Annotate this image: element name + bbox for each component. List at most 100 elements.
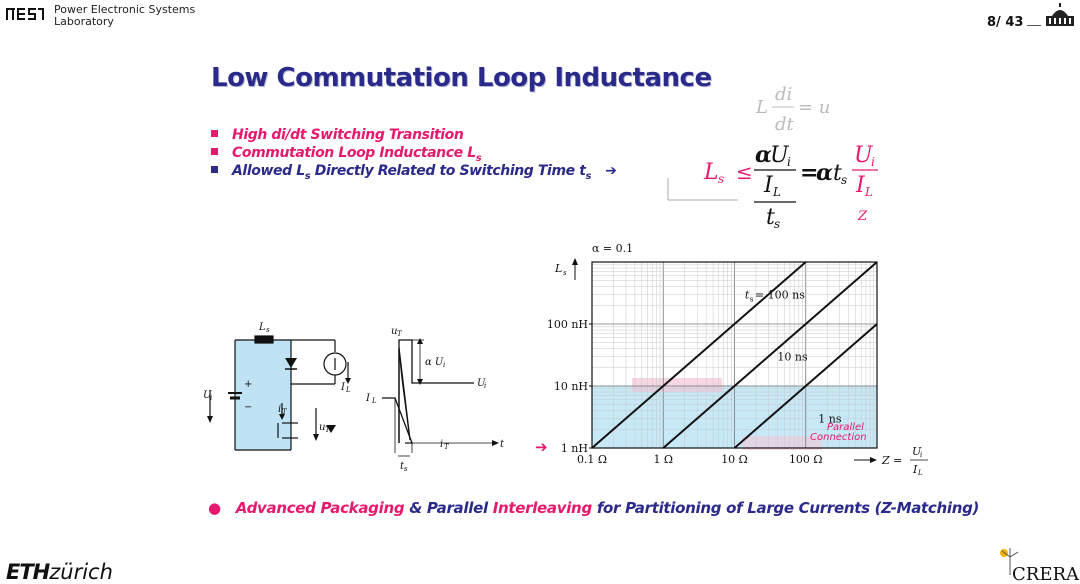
formula-top-eq: = u bbox=[798, 97, 830, 118]
lab-name-line1: Power Electronic Systems bbox=[54, 3, 196, 16]
conclusion-statement: ● Advanced Packaging & Parallel Interlea… bbox=[208, 499, 979, 517]
chart-ylabel: L bbox=[554, 262, 562, 275]
bullet-subscript: s bbox=[585, 170, 592, 182]
formula-top-L: L bbox=[755, 97, 768, 118]
bullet-subscript: s bbox=[304, 170, 311, 182]
annotation-parallel: Parallel bbox=[827, 422, 864, 433]
formula-ts2: t bbox=[833, 161, 842, 186]
waveform-label-Ui: U bbox=[477, 378, 486, 389]
y-tick-label: 1 nH bbox=[561, 442, 588, 455]
formula-ts-sub: s bbox=[774, 217, 780, 231]
formula-Ls-sub: s bbox=[718, 172, 724, 186]
highlight-band bbox=[742, 436, 822, 450]
x-tick-label: 1 Ω bbox=[653, 453, 673, 466]
waveform-label-t: t bbox=[500, 439, 505, 450]
circuit-plus-sign: + bbox=[244, 379, 252, 390]
inductance-formula: L di dt = u L s ≤ α U i I L t s = α t s … bbox=[667, 84, 878, 231]
circuit-label-IL: I bbox=[340, 382, 346, 393]
bullet-text: High di/dt Switching Transition bbox=[232, 127, 464, 143]
formula-le: ≤ bbox=[736, 160, 753, 184]
chart-series bbox=[591, 261, 878, 449]
crera-logo: CRERA bbox=[1000, 548, 1080, 583]
page-number: 8/ 43 bbox=[987, 15, 1024, 30]
bullet-text: Allowed bbox=[232, 163, 297, 179]
bullet-text: Directly Related to Switching Time bbox=[310, 163, 580, 179]
eth-logo-rest: zürich bbox=[49, 560, 113, 584]
circuit-label-Ui: U bbox=[203, 390, 212, 401]
formula-IL2: I bbox=[855, 173, 866, 198]
conclusion-amp: & bbox=[404, 499, 427, 517]
waveform-label-ts: t bbox=[400, 461, 405, 472]
switching-waveform-diagram: u T α U i U i I L i T t t s bbox=[365, 326, 505, 473]
diode-icon bbox=[285, 358, 297, 368]
chart-title: α = 0.1 bbox=[592, 242, 633, 255]
chart-xlabel-prefix: Z = bbox=[881, 454, 902, 467]
slide-title: Low Commutation Loop Inductance bbox=[211, 63, 712, 93]
eth-building-icon bbox=[1046, 3, 1074, 26]
formula-top-num: di bbox=[775, 84, 792, 105]
waveform-label-IL-sub: L bbox=[371, 397, 377, 405]
series-label-100ns-sub: s bbox=[750, 295, 754, 303]
commutation-circuit-diagram: L s U i + − I L i T u T bbox=[203, 322, 351, 451]
bullet-square-icon bbox=[211, 148, 218, 155]
waveform-label-IL: I bbox=[365, 393, 371, 404]
body-diode-icon bbox=[326, 425, 336, 433]
circuit-label-uT: u bbox=[319, 422, 325, 433]
formula-eq: = bbox=[800, 160, 818, 186]
circuit-label-iT: i bbox=[278, 404, 281, 415]
circuit-label-Ls: L bbox=[258, 322, 266, 333]
waveform-label-ts-sub: s bbox=[404, 465, 408, 473]
series-label-100ns-value: = 100 ns bbox=[755, 288, 805, 301]
conclusion-part-interleaving: Interleaving bbox=[492, 499, 592, 517]
conclusion-part-packaging: Advanced Packaging bbox=[235, 499, 405, 517]
lab-name: Power Electronic Systems Laboratory bbox=[54, 4, 195, 28]
x-tick-label: 100 Ω bbox=[789, 453, 823, 466]
waveform-label-iT-sub: T bbox=[444, 443, 450, 451]
bullet-item: Allowed Ls Directly Related to Switching… bbox=[211, 163, 617, 182]
formula-IL2-sub: L bbox=[864, 185, 873, 199]
annotation-connection: Connection bbox=[810, 432, 867, 443]
page-number-rule bbox=[1027, 25, 1041, 26]
circuit-label-Ls-sub: s bbox=[266, 326, 270, 334]
formula-alpha2: α bbox=[816, 160, 833, 186]
series-line bbox=[733, 323, 878, 449]
waveform-label-iT: i bbox=[440, 439, 443, 450]
inductor-Ls-icon bbox=[254, 335, 274, 344]
chart-ylabel-sub: s bbox=[563, 269, 567, 277]
chart-marker-arrow-icon: ➔ bbox=[535, 438, 548, 456]
chart-xlabel-den: I bbox=[912, 463, 918, 476]
bullet-square-icon bbox=[211, 130, 218, 137]
y-tick-label: 10 nH bbox=[554, 380, 588, 393]
bullet-item: Commutation Loop Inductance Ls bbox=[211, 145, 482, 164]
highlight-band bbox=[632, 378, 722, 392]
bullet-text: Commutation Loop Inductance bbox=[232, 145, 468, 161]
series-line bbox=[591, 261, 807, 449]
formula-ts: t bbox=[766, 205, 775, 230]
formula-faded-top: L di dt = u bbox=[755, 84, 830, 135]
lab-name-line2: Laboratory bbox=[54, 15, 114, 28]
bullet-symbol: L bbox=[296, 163, 305, 179]
series-label-10ns: 10 ns bbox=[777, 350, 808, 363]
waveform-label-Ui-sub: i bbox=[484, 382, 486, 390]
x-tick-label: 0.1 Ω bbox=[577, 453, 607, 466]
chart-xlabel-num: U bbox=[912, 445, 922, 458]
waveform-label-alphaUi: α U bbox=[425, 357, 444, 368]
series-label-1ns: 1 ns bbox=[818, 412, 842, 425]
formula-Z: Z bbox=[857, 209, 868, 224]
formula-Ls: L bbox=[703, 160, 719, 185]
formula-U: U bbox=[770, 143, 790, 168]
arrow-right-icon: ➔ bbox=[605, 163, 617, 179]
bullet-subscript: s bbox=[475, 152, 482, 164]
formula-ts2-sub: s bbox=[841, 173, 847, 187]
conclusion-part-rest: for Partitioning of Large Currents (Z-Ma… bbox=[591, 499, 980, 517]
bullet-symbol: L bbox=[467, 145, 476, 161]
formula-U2: U bbox=[854, 143, 874, 168]
eth-zurich-logo: ETHzürich bbox=[6, 560, 113, 584]
bullet-symbol: t bbox=[579, 163, 586, 179]
chart-frame bbox=[591, 261, 878, 449]
eth-logo-bold: ETH bbox=[6, 560, 50, 584]
conclusion-part-parallel: Parallel bbox=[426, 499, 493, 517]
formula-IL-sub: L bbox=[772, 185, 781, 199]
formula-U-sub: i bbox=[787, 155, 791, 169]
